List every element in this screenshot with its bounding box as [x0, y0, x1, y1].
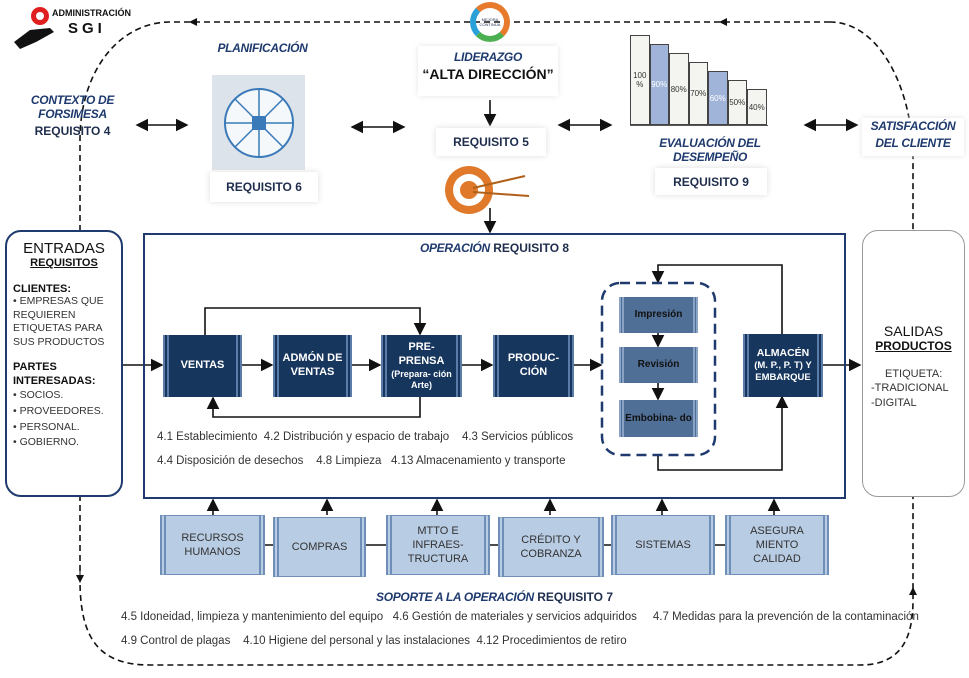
support-mtto-infraestructura[interactable]: MTTO E INFRAES- TRUCTURA — [386, 515, 490, 575]
step-impresion[interactable]: Impresión — [619, 297, 698, 333]
clientes-list: EMPRESAS QUE REQUIEREN ETIQUETAS PARA SU… — [13, 295, 115, 350]
step-revision[interactable]: Revisión — [619, 347, 698, 383]
satisfaccion-title: SATISFACCIÓN DEL CLIENTE — [862, 118, 964, 156]
step-ventas[interactable]: VENTAS — [163, 335, 242, 397]
mejora-continua-icon: MEJORA CONTINUA — [470, 2, 510, 42]
gear-hand-icon — [14, 7, 54, 49]
performance-bars-image: 100 %90%80%70%60%50%40% — [630, 35, 768, 126]
entradas-box: ENTRADAS REQUISITOS CLIENTES: EMPRESAS Q… — [5, 230, 123, 497]
performance-bar: 70% — [688, 62, 708, 125]
step-almacen[interactable]: ALMACÉN(M. P., P. T) Y EMBARQUE — [743, 334, 823, 397]
performance-bar: 50% — [727, 80, 747, 125]
support-aseguramiento-calidad[interactable]: ASEGURA MIENTO CALIDAD — [725, 515, 829, 575]
performance-bar: 40% — [747, 89, 767, 125]
logo-sgi: ADMINISTRACIÓN SGI — [10, 2, 131, 50]
operacion-note: 4.4 Disposición de desechos 4.8 Limpieza… — [157, 455, 566, 467]
performance-bar: 80% — [669, 53, 689, 125]
performance-bar: 100 % — [630, 35, 650, 125]
operacion-note: 4.1 Establecimiento 4.2 Distribución y e… — [157, 431, 574, 443]
liderazgo-req: REQUISITO 5 — [436, 128, 546, 156]
performance-bar: 90% — [649, 44, 669, 125]
step-preprensa[interactable]: PRE- PRENSA(Prepara- ción Arte) — [381, 335, 462, 397]
contexto-title: CONTEXTO DE FORSIMESA — [30, 93, 115, 121]
partes-list: SOCIOS.PROVEEDORES.PERSONAL.GOBIERNO. — [13, 388, 115, 451]
performance-bar: 60% — [708, 71, 728, 125]
soporte-note: 4.9 Control de plagas 4.10 Higiene del p… — [121, 635, 627, 647]
support-recursos-humanos[interactable]: RECURSOS HUMANOS — [160, 515, 265, 575]
step-admon-ventas[interactable]: ADMÓN DE VENTAS — [273, 335, 352, 397]
soporte-title: SOPORTE A LA OPERACIÓN REQUISITO 7 — [375, 590, 613, 604]
operacion-title: OPERACIÓN REQUISITO 8 — [419, 241, 570, 255]
soporte-note: 4.5 Idoneidad, limpieza y mantenimiento … — [121, 611, 919, 623]
support-sistemas[interactable]: SISTEMAS — [611, 515, 715, 575]
salidas-box: SALIDAS PRODUCTOS ETIQUETA:-TRADICIONAL-… — [862, 230, 965, 497]
production-group-border — [600, 281, 717, 457]
evaluacion-title: EVALUACIÓN DEL DESEMPEÑO — [659, 136, 761, 165]
planificacion-req: REQUISITO 6 — [210, 172, 318, 202]
evaluacion-req: REQUISITO 9 — [655, 168, 767, 195]
operacion-box — [143, 233, 846, 499]
contexto-req: REQUISITO 4 — [34, 124, 111, 138]
improvement-loop — [79, 21, 914, 666]
planificacion-title: PLANIFICACIÓN — [217, 41, 308, 55]
target-icon — [445, 162, 535, 218]
step-embobinado[interactable]: Embobina- do — [619, 400, 698, 437]
step-produccion[interactable]: PRODUC- CIÓN — [493, 335, 574, 397]
support-credito-cobranza[interactable]: CRÉDITO Y COBRANZA — [498, 517, 604, 577]
planning-wheel-image — [212, 75, 305, 170]
support-compras[interactable]: COMPRAS — [273, 517, 366, 577]
liderazgo-box: LIDERAZGO “ALTA DIRECCIÓN” — [418, 46, 558, 96]
